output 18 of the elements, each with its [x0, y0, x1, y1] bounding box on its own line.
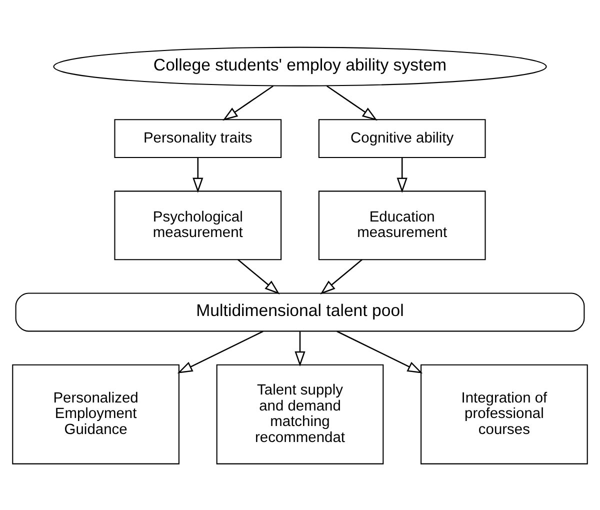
arrow — [320, 258, 362, 294]
arrow — [396, 157, 408, 192]
arrow — [336, 330, 423, 373]
node-box: Talent supply and demand matching recommendat — [216, 364, 384, 464]
node-box: Multidimensional talent pool — [15, 292, 585, 332]
arrow — [326, 84, 378, 120]
node-box: Integration of professional courses — [420, 364, 588, 464]
arrow — [238, 258, 280, 294]
arrow — [294, 331, 306, 366]
node-box: Cognitive ability — [318, 118, 486, 158]
node-box: Personality traits — [114, 118, 282, 158]
arrow — [177, 330, 264, 373]
node-box: Personalized Employment Guidance — [12, 364, 180, 464]
arrow — [192, 157, 204, 192]
node-ellipse: College students' employ ability system — [53, 46, 547, 86]
node-box: Education measurement — [318, 190, 486, 260]
node-box: Psychological measurement — [114, 190, 282, 260]
arrow — [222, 84, 274, 120]
